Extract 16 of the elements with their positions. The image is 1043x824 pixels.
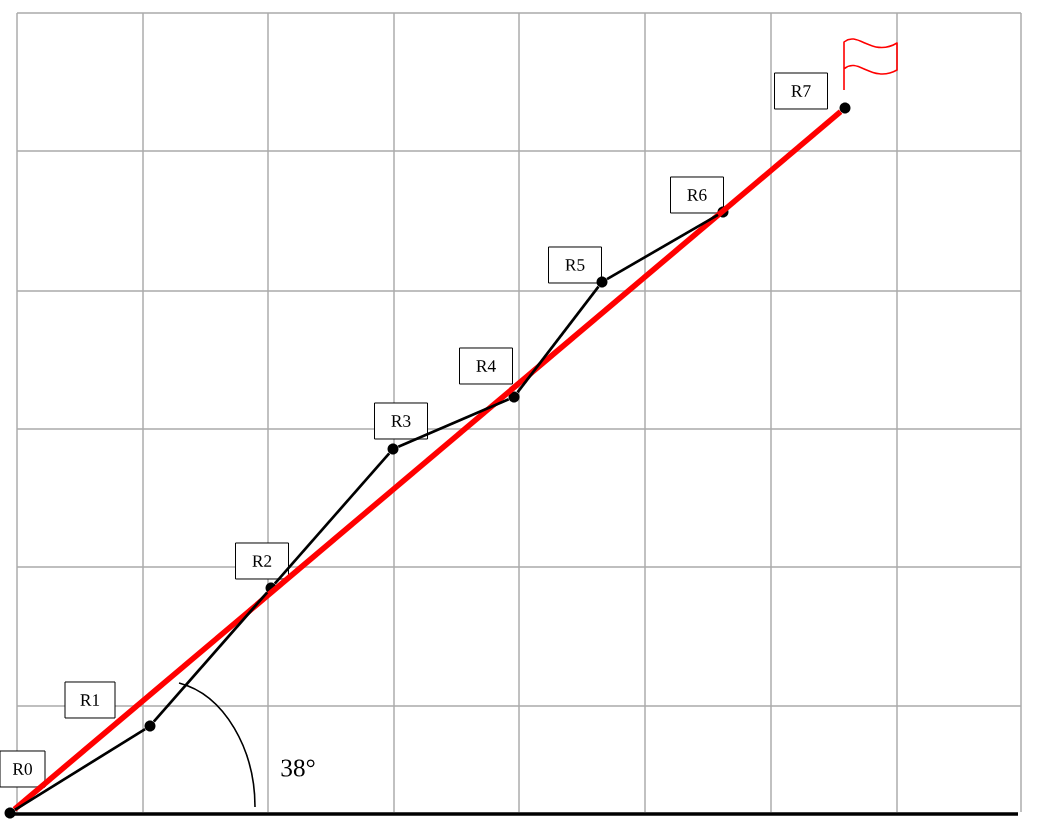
label-box: R3 xyxy=(374,402,428,440)
line-segment xyxy=(14,727,146,812)
label-box: R1 xyxy=(64,681,116,719)
line-segment xyxy=(606,213,719,281)
label-box: R0 xyxy=(0,750,46,788)
label-box: R6 xyxy=(670,176,724,214)
label-box: R2 xyxy=(235,542,289,580)
label-box: R5 xyxy=(548,246,602,284)
line-segment xyxy=(273,452,391,585)
line-segment xyxy=(397,398,510,448)
label-box: R7 xyxy=(774,72,828,110)
line-segment xyxy=(516,285,600,394)
angle-label: 38° xyxy=(281,759,315,777)
line-segment xyxy=(152,591,269,723)
label-box: R4 xyxy=(459,347,513,385)
straight-line xyxy=(12,109,843,812)
